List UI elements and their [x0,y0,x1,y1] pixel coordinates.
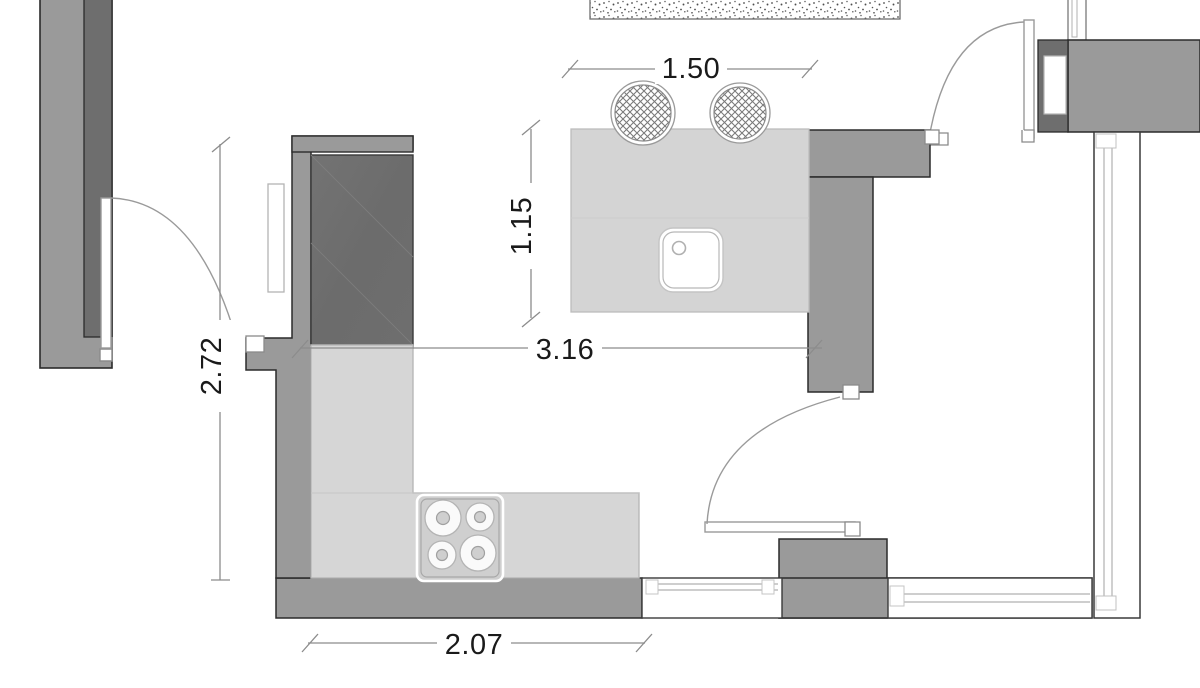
door-left-wall[interactable] [99,197,237,362]
dimension-label-1-15: 1.15 [506,197,538,255]
dimension-label-2-07: 2.07 [445,629,503,661]
left-exterior-wall [39,0,113,369]
bar-stool-right[interactable] [709,82,771,144]
upper-right-wall-block [1037,0,1200,133]
right-interior-wall [807,129,940,400]
bar-stool-left[interactable] [610,80,676,146]
door-upper-right[interactable] [929,19,1035,146]
four-burner-cooktop[interactable] [415,493,505,583]
kitchen-sink[interactable] [658,227,724,293]
lower-right-wall-block [778,538,1093,619]
dimension-label-2-72: 2.72 [196,337,228,395]
dimension-2-72: 2.72 [196,136,238,581]
dimension-label-3-16: 3.16 [536,334,594,366]
dimension-3-16: 3.16 [291,330,823,366]
window-bottom-right [889,585,1090,607]
dimension-label-1-50: 1.50 [662,53,720,85]
window-bottom-wall [645,579,778,595]
window-right-wall [1093,131,1141,619]
tall-cabinet [310,154,414,346]
dimension-2-07: 2.07 [301,625,653,661]
l-shaped-counter [310,344,640,579]
dimension-1-50: 1.50 [561,50,819,85]
hatched-wall-band [589,0,901,20]
kitchen-left-wall [245,135,414,579]
dimension-1-15: 1.15 [506,119,548,328]
bottom-wall [275,577,783,619]
door-lower-right[interactable] [704,396,861,537]
